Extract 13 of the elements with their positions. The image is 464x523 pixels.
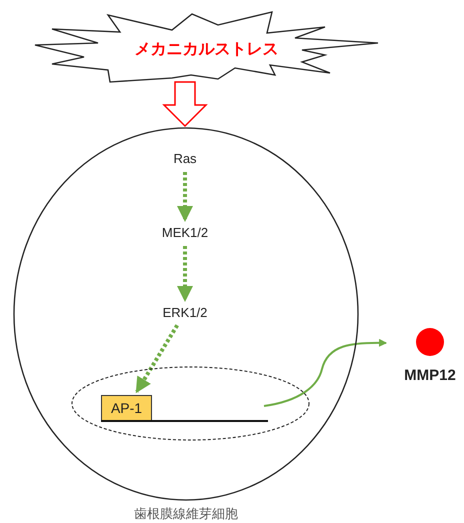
arrow (135, 324, 179, 394)
protein-label: MEK1/2 (162, 225, 208, 240)
arrow (264, 338, 387, 407)
protein-label: ERK1/2 (162, 305, 208, 320)
block-arrow (162, 81, 208, 128)
protein-label: MMP12 (404, 367, 456, 384)
arrow (177, 172, 193, 222)
transcription-factor-box: AP-1 (101, 395, 152, 422)
stress-label: メカニカルストレス (134, 41, 278, 59)
protein-label: Ras (173, 151, 197, 166)
cell-label: 歯根膜線維芽細胞 (134, 506, 238, 522)
gene-line (101, 420, 268, 422)
arrow (177, 246, 193, 302)
